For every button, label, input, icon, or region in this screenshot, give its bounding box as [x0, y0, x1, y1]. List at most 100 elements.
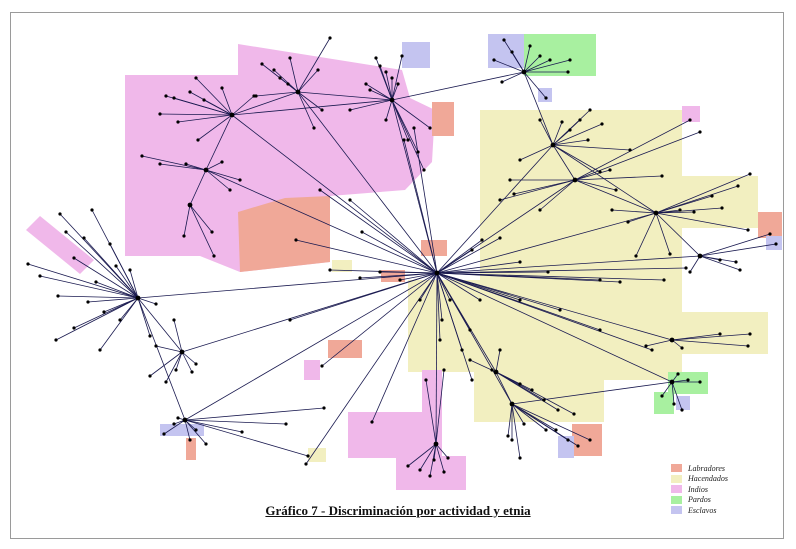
network-node-205 — [572, 177, 578, 183]
network-node-114 — [586, 138, 590, 142]
network-edge-152 — [539, 179, 576, 211]
network-edge-214 — [181, 351, 193, 373]
network-edge-29 — [137, 297, 186, 421]
network-node-8 — [684, 266, 688, 270]
network-node-187 — [162, 432, 166, 436]
network-edge-157 — [574, 131, 701, 181]
network-edge-22 — [574, 179, 657, 214]
network-node-42 — [118, 318, 122, 322]
network-edge-121 — [159, 163, 207, 171]
network-node-117 — [518, 158, 522, 162]
region-indios-7 — [682, 106, 700, 122]
region-labradores-12 — [328, 340, 362, 358]
network-node-70 — [316, 68, 320, 72]
network-edge-211 — [149, 351, 183, 377]
network-edge-112 — [365, 83, 393, 101]
network-node-138 — [738, 268, 742, 272]
network-edge-133 — [523, 55, 541, 73]
network-node-36 — [38, 274, 42, 278]
network-edge-103 — [297, 91, 323, 111]
network-node-5 — [598, 278, 602, 282]
network-node-66 — [272, 68, 276, 72]
network-node-2 — [498, 236, 502, 240]
network-edge-123 — [205, 161, 223, 171]
network-node-135 — [720, 206, 724, 210]
network-node-85 — [422, 168, 426, 172]
network-edge-155 — [574, 175, 663, 181]
network-edge-163 — [655, 185, 739, 214]
network-edge-101 — [297, 69, 319, 93]
network-edge-198 — [511, 403, 547, 431]
network-node-130 — [692, 210, 696, 214]
legend-swatch-labradores — [671, 464, 682, 473]
network-edge-69 — [73, 297, 139, 329]
network-edge-27 — [205, 114, 233, 171]
network-node-211 — [697, 253, 703, 259]
network-edge-134 — [523, 59, 551, 73]
network-node-141 — [774, 242, 778, 246]
network-node-46 — [64, 230, 68, 234]
network-node-30 — [370, 420, 374, 424]
network-edge-16 — [231, 91, 299, 116]
network-edge-58 — [295, 239, 438, 274]
network-node-162 — [468, 358, 472, 362]
network-edge-79 — [73, 257, 139, 299]
network-node-149 — [676, 372, 680, 376]
network-edge-131 — [511, 51, 525, 73]
network-edge-54 — [359, 272, 438, 279]
region-labradores-9 — [432, 102, 454, 136]
network-edge-102 — [297, 37, 331, 93]
legend-item-esclavos: Esclavos — [671, 505, 781, 516]
network-edge-209 — [425, 379, 437, 445]
network-edge-172 — [699, 243, 777, 257]
network-node-32 — [348, 198, 352, 202]
network-node-105 — [566, 70, 570, 74]
network-node-172 — [406, 464, 410, 468]
network-node-167 — [544, 428, 548, 432]
network-edge-111 — [391, 55, 403, 101]
network-edge-6 — [436, 212, 657, 274]
network-edge-217 — [155, 345, 183, 353]
legend-item-hacendados: Hacendados — [671, 474, 781, 485]
region-pardos-17 — [668, 372, 708, 394]
network-edge-91 — [177, 114, 233, 123]
network-node-75 — [374, 56, 378, 60]
network-edge-4 — [436, 144, 554, 274]
network-edge-7 — [436, 255, 701, 274]
network-node-184 — [194, 362, 198, 366]
network-node-57 — [164, 94, 168, 98]
network-nodes — [26, 36, 778, 478]
network-node-129 — [678, 208, 682, 212]
network-edge-146 — [552, 144, 631, 151]
network-edge-104 — [297, 91, 315, 129]
network-edge-39 — [436, 267, 687, 274]
network-node-23 — [358, 276, 362, 280]
network-edge-190 — [495, 371, 559, 411]
network-node-108 — [538, 118, 542, 122]
network-node-72 — [320, 108, 324, 112]
region-esclavos-25 — [766, 236, 782, 250]
network-node-61 — [194, 76, 198, 80]
network-edge-204 — [419, 443, 437, 471]
category-regions — [26, 34, 782, 490]
network-node-59 — [202, 98, 206, 102]
legend-label-indios: Indios — [688, 484, 708, 494]
legend-label-pardos: Pardos — [688, 495, 711, 505]
network-node-197 — [434, 270, 440, 276]
network-node-148 — [746, 344, 750, 348]
network-node-181 — [164, 380, 168, 384]
network-edge-128 — [189, 204, 213, 233]
network-node-158 — [542, 398, 546, 402]
network-edge-113 — [385, 99, 393, 121]
network-edge-206 — [433, 443, 437, 461]
network-edge-93 — [221, 87, 233, 116]
network-edge-203 — [407, 443, 437, 467]
network-edge-72 — [103, 297, 139, 313]
region-esclavos-24 — [676, 396, 690, 410]
network-node-215 — [187, 202, 193, 208]
network-node-160 — [572, 412, 576, 416]
network-node-45 — [58, 212, 62, 216]
network-node-122 — [608, 168, 612, 172]
network-edge-44 — [436, 272, 481, 301]
